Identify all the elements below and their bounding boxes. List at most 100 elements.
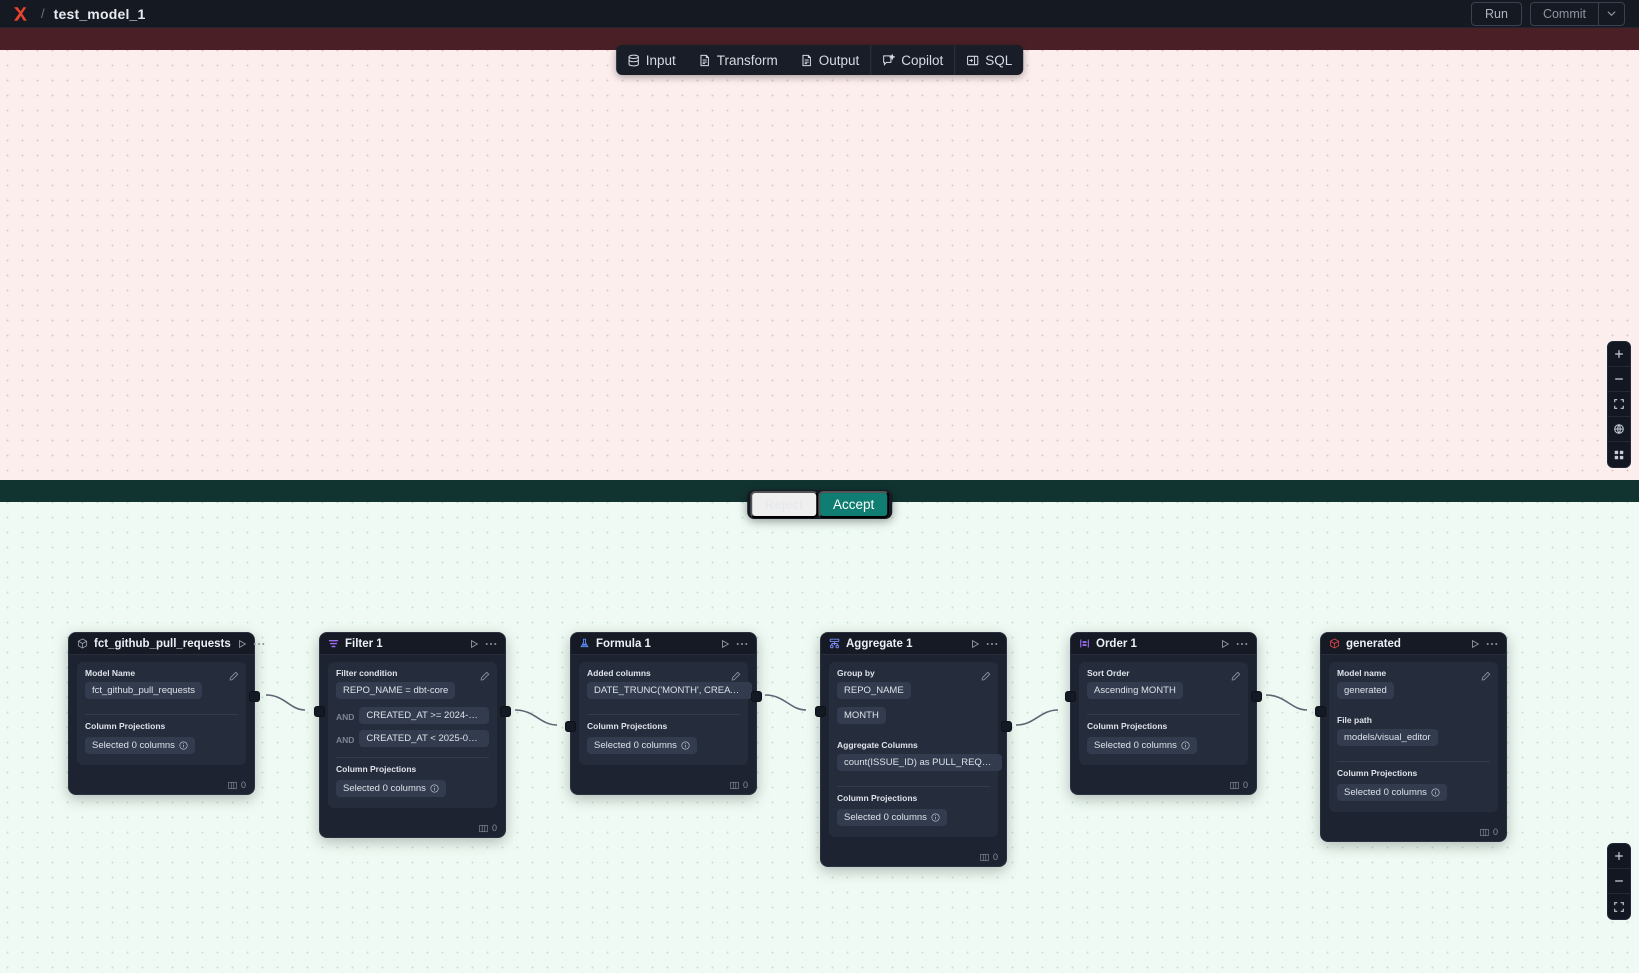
- zoom-in-icon[interactable]: [1608, 844, 1630, 869]
- node-menu-icon[interactable]: [253, 642, 265, 646]
- node-section[interactable]: Filter condition REPO_NAME = dbt-core AN…: [328, 662, 497, 808]
- commit-button-group[interactable]: Commit: [1529, 1, 1625, 26]
- node-title: Order 1: [1096, 637, 1137, 650]
- toolbar-item-input[interactable]: Input: [616, 45, 687, 75]
- toolbar-item-label: Output: [818, 52, 860, 68]
- edit-pencil-icon[interactable]: [731, 668, 741, 686]
- input-port[interactable]: [314, 706, 325, 717]
- toolbar-item-output[interactable]: Output: [789, 45, 871, 75]
- node-section[interactable]: Model name generated File path models/vi…: [1329, 662, 1498, 812]
- sort-order-chip[interactable]: Ascending MONTH: [1087, 682, 1183, 699]
- node-menu-icon[interactable]: [485, 642, 497, 646]
- zoom-out-icon[interactable]: [1608, 367, 1630, 392]
- input-port[interactable]: [1315, 706, 1326, 717]
- filter-condition-chip[interactable]: REPO_NAME = dbt-core: [336, 682, 456, 699]
- column-projections-chip[interactable]: Selected 0 columns: [85, 737, 195, 754]
- lock-icon[interactable]: [1608, 417, 1630, 442]
- run-node-icon[interactable]: [1470, 639, 1480, 649]
- node-header[interactable]: Formula 1: [571, 633, 756, 655]
- aggregate-columns-chip[interactable]: count(ISSUE_ID) as PULL_REQUEST_...: [837, 754, 1002, 771]
- node-section[interactable]: Model Name fct_github_pull_requests Colu…: [77, 662, 246, 765]
- run-node-icon[interactable]: [469, 639, 479, 649]
- diff-action-panel[interactable]: Reject Accept: [746, 490, 893, 519]
- node-filter-1[interactable]: Filter 1 Filter condition REPO_NAME = db…: [314, 632, 511, 838]
- grid-icon[interactable]: [1608, 442, 1630, 467]
- node-header[interactable]: Aggregate 1: [821, 633, 1006, 655]
- node-header[interactable]: generated: [1321, 633, 1506, 655]
- edit-pencil-icon[interactable]: [1231, 668, 1241, 686]
- column-projections-value: Selected 0 columns: [1094, 740, 1177, 751]
- copilot-sparkle-icon: [882, 53, 896, 67]
- table-icon: [479, 824, 488, 832]
- node-section[interactable]: Sort Order Ascending MONTH Column Projec…: [1079, 662, 1248, 765]
- run-node-icon[interactable]: [1220, 639, 1230, 649]
- edit-pencil-icon[interactable]: [1481, 668, 1491, 686]
- output-port[interactable]: [500, 706, 511, 717]
- edit-pencil-icon[interactable]: [480, 668, 490, 686]
- edit-pencil-icon[interactable]: [981, 668, 991, 686]
- toolbar-item-copilot[interactable]: Copilot: [870, 45, 954, 75]
- input-port[interactable]: [565, 721, 576, 732]
- zoom-in-icon[interactable]: [1608, 342, 1630, 367]
- column-projections-chip[interactable]: Selected 0 columns: [837, 809, 947, 826]
- zoom-controls-new[interactable]: [1607, 843, 1631, 920]
- chevron-down-icon[interactable]: [1598, 2, 1624, 25]
- column-projections-chip[interactable]: Selected 0 columns: [1087, 737, 1197, 754]
- toolbar-item-transform[interactable]: Transform: [687, 45, 789, 75]
- node-menu-icon[interactable]: [986, 642, 998, 646]
- node-header[interactable]: fct_github_pull_requests: [69, 633, 265, 655]
- node-fct-github-pull-requests[interactable]: fct_github_pull_requests Model Name fct_…: [68, 632, 265, 795]
- and-keyword: AND: [336, 735, 355, 745]
- field-value-chip[interactable]: fct_github_pull_requests: [85, 682, 202, 699]
- toolbar-item-sql[interactable]: SQL: [954, 45, 1023, 75]
- column-projections-chip[interactable]: Selected 0 columns: [336, 780, 446, 797]
- canvas-new-pane[interactable]: New fct_github_pull_requests: [0, 480, 1639, 973]
- run-node-icon[interactable]: [970, 639, 980, 649]
- node-aggregate-1[interactable]: Aggregate 1 Group by REPO_NAME MONTH Agg…: [815, 632, 1012, 867]
- fit-view-icon[interactable]: [1608, 392, 1630, 417]
- canvas-current-pane[interactable]: Current: [0, 28, 1639, 480]
- group-by-chip[interactable]: MONTH: [837, 707, 886, 724]
- commit-button[interactable]: Commit: [1542, 6, 1586, 21]
- filter-condition-chip[interactable]: CREATED_AT >= 2024-12-01: [359, 707, 489, 724]
- node-toolbar[interactable]: Input Transform Output Copilot: [615, 45, 1024, 75]
- node-header[interactable]: Filter 1: [320, 633, 505, 655]
- node-body: Added columns DATE_TRUNC('MONTH', CREATE…: [571, 655, 756, 776]
- input-port[interactable]: [815, 706, 826, 717]
- node-header[interactable]: Order 1: [1071, 633, 1256, 655]
- node-menu-icon[interactable]: [1236, 642, 1248, 646]
- node-menu-icon[interactable]: [736, 642, 748, 646]
- zoom-out-icon[interactable]: [1608, 869, 1630, 894]
- node-title: Filter 1: [345, 637, 383, 650]
- output-port[interactable]: [1001, 721, 1012, 732]
- column-projections-chip[interactable]: Selected 0 columns: [587, 737, 697, 754]
- group-by-chip[interactable]: REPO_NAME: [837, 682, 911, 699]
- node-generated[interactable]: generated Model name generated File path…: [1315, 632, 1507, 842]
- zoom-controls-current[interactable]: [1607, 341, 1631, 468]
- run-node-icon[interactable]: [720, 639, 730, 649]
- node-formula-1[interactable]: Formula 1 Added columns DATE_TRUNC('MONT…: [565, 632, 762, 795]
- fit-view-icon[interactable]: [1608, 894, 1630, 919]
- brand-x-icon[interactable]: [10, 4, 30, 24]
- file-path-chip[interactable]: models/visual_editor: [1337, 729, 1438, 746]
- node-section[interactable]: Added columns DATE_TRUNC('MONTH', CREATE…: [579, 662, 752, 765]
- reject-button[interactable]: Reject: [749, 491, 818, 518]
- model-name-chip[interactable]: generated: [1337, 682, 1394, 699]
- accept-button[interactable]: Accept: [817, 491, 890, 518]
- run-button[interactable]: Run: [1471, 1, 1522, 26]
- output-port[interactable]: [1251, 691, 1262, 702]
- info-icon: [1181, 741, 1190, 750]
- database-icon: [627, 54, 640, 67]
- output-port[interactable]: [249, 691, 260, 702]
- output-port[interactable]: [751, 691, 762, 702]
- node-section[interactable]: Group by REPO_NAME MONTH Aggregate Colum…: [829, 662, 1002, 837]
- filter-condition-chip[interactable]: CREATED_AT < 2025-03-01: [359, 730, 489, 747]
- edit-pencil-icon[interactable]: [229, 668, 239, 686]
- run-node-icon[interactable]: [237, 639, 247, 649]
- node-order-1[interactable]: Order 1 Sort Order Ascending MONTH Colum…: [1065, 632, 1262, 795]
- added-columns-chip[interactable]: DATE_TRUNC('MONTH', CREATED_AT...: [587, 682, 752, 699]
- input-port[interactable]: [1065, 691, 1076, 702]
- column-projections-chip[interactable]: Selected 0 columns: [1337, 784, 1447, 801]
- node-menu-icon[interactable]: [1486, 642, 1498, 646]
- current-pane-label-bar: [0, 28, 1639, 50]
